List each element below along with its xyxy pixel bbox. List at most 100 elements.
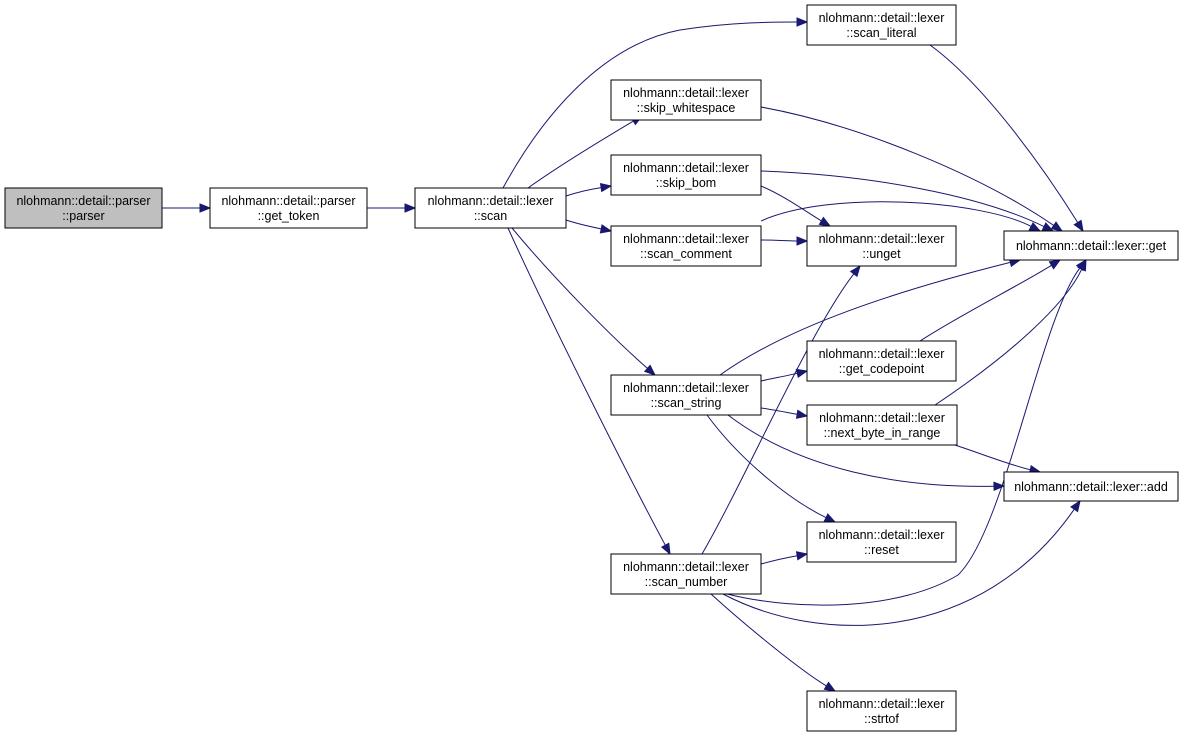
edge-skip-bom-to-get (760, 170, 1055, 232)
node-box (806, 404, 958, 446)
edge-line (727, 414, 995, 487)
node-label-function: ::reset (864, 543, 899, 557)
node-scan-string[interactable]: nlohmann::detail::lexer::scan_string (610, 374, 762, 416)
edge-scan-string-to-reset (706, 414, 837, 523)
node-label-function: ::scan (474, 209, 507, 223)
node-parser: nlohmann::detail::parser::parser (4, 187, 163, 229)
edge-scan-number-to-strtof (710, 593, 837, 692)
node-box (806, 690, 957, 732)
node-scan[interactable]: nlohmann::detail::lexer::scan (414, 187, 567, 229)
arrowhead (404, 203, 417, 213)
node-label-function: ::scan_comment (640, 247, 732, 261)
arrowhead (849, 264, 861, 278)
node-scan-number[interactable]: nlohmann::detail::lexer::scan_number (610, 553, 762, 595)
edge-line (934, 268, 1083, 406)
edge-get-codepoint-to-get (919, 259, 1062, 342)
node-box (414, 187, 567, 229)
node-label-namespace: nlohmann::detail::lexer (819, 411, 945, 425)
arrowhead (1073, 219, 1084, 233)
node-label-function: ::skip_bom (656, 176, 716, 190)
node-label-function: ::scan_literal (846, 26, 916, 40)
arrowhead (643, 364, 657, 376)
arrowhead (795, 368, 809, 379)
edge-scan-number-to-unget (701, 264, 861, 555)
edge-line (565, 187, 602, 197)
node-skip-whitespace[interactable]: nlohmann::detail::lexer::skip_whitespace (610, 79, 762, 121)
node-scan-literal[interactable]: nlohmann::detail::lexer::scan_literal (806, 4, 957, 46)
arrowhead (795, 551, 809, 561)
edge-parser-to-get-token (161, 203, 212, 213)
edge-line (760, 201, 1032, 227)
edge-get-token-to-scan (366, 203, 417, 213)
edge-line (511, 227, 648, 369)
node-strtof[interactable]: nlohmann::detail::lexer::strtof (806, 690, 957, 732)
edge-skip-whitespace-to-get (760, 106, 1064, 232)
node-label-namespace: nlohmann::detail::lexer (623, 381, 749, 395)
edge-line (710, 593, 827, 687)
arrowhead (1075, 258, 1087, 272)
node-add[interactable]: nlohmann::detail::lexer::add (1003, 471, 1179, 502)
node-label-namespace: nlohmann::detail::parser (16, 194, 150, 208)
edge-scan-to-scan-number (507, 227, 671, 556)
edge-line (701, 273, 855, 555)
arrowhead (796, 17, 809, 27)
node-box (610, 154, 762, 196)
node-box (4, 187, 163, 229)
edge-line (919, 264, 1052, 342)
edge-scan-string-to-get-codepoint (760, 368, 809, 382)
node-label-function: ::next_byte_in_range (824, 426, 941, 440)
node-skip-bom[interactable]: nlohmann::detail::lexer::skip_bom (610, 154, 762, 196)
node-label-function: ::parser (62, 209, 104, 223)
arrowhead (823, 513, 837, 523)
edge-line (719, 261, 1011, 376)
node-scan-comment[interactable]: nlohmann::detail::lexer::scan_comment (610, 225, 762, 267)
arrowhead (660, 542, 671, 556)
edge-line (760, 239, 798, 242)
node-label-namespace: nlohmann::detail::lexer (819, 528, 945, 542)
edge-scan-string-to-add (727, 414, 1006, 491)
edge-line (760, 185, 822, 222)
edge-line (502, 21, 798, 189)
node-label-function: ::scan_number (645, 575, 728, 589)
edge-next-byte-in-range-to-add (954, 444, 1042, 475)
node-label-namespace: nlohmann::detail::lexer (623, 161, 749, 175)
node-get-codepoint[interactable]: nlohmann::detail::lexer::get_codepoint (806, 340, 957, 382)
edge-scan-number-to-get (726, 258, 1087, 606)
node-reset[interactable]: nlohmann::detail::lexer::reset (806, 521, 957, 563)
edge-scan-to-scan-comment (565, 219, 613, 234)
node-get[interactable]: nlohmann::detail::lexer::get (1003, 230, 1179, 261)
node-label-namespace: nlohmann::detail::lexer (819, 697, 945, 711)
arrowhead (795, 409, 809, 419)
edge-scan-number-to-add (722, 499, 1081, 626)
node-label-namespace: nlohmann::detail::lexer (819, 347, 945, 361)
node-unget[interactable]: nlohmann::detail::lexer::unget (806, 225, 957, 267)
arrowhead (199, 203, 212, 213)
edge-scan-to-scan-string (511, 227, 657, 376)
node-next-byte-in-range[interactable]: nlohmann::detail::lexer::next_byte_in_ra… (806, 404, 958, 446)
node-box (209, 187, 368, 229)
node-label-namespace: nlohmann::detail::lexer (819, 11, 945, 25)
node-label-namespace: nlohmann::detail::lexer (623, 86, 749, 100)
edge-line (760, 106, 1054, 226)
node-get-token[interactable]: nlohmann::detail::parser::get_token (209, 187, 368, 229)
node-box (610, 225, 762, 267)
edge-line (565, 219, 602, 230)
node-box (1003, 230, 1179, 261)
node-box (806, 340, 957, 382)
edge-line (929, 44, 1079, 223)
arrowhead (823, 681, 837, 692)
node-label-namespace: nlohmann::detail::lexer (819, 232, 945, 246)
edge-scan-to-skip-bom (565, 182, 613, 197)
node-label-function: ::unget (862, 247, 901, 261)
arrowhead (818, 216, 832, 227)
node-label-namespace: nlohmann::detail::lexer (428, 194, 554, 208)
node-label-namespace: nlohmann::detail::parser (221, 194, 355, 208)
arrowhead (1048, 259, 1062, 270)
edge-layer (161, 17, 1087, 692)
node-box (806, 521, 957, 563)
edge-scan-comment-to-unget (760, 236, 809, 246)
node-label-namespace: nlohmann::detail::lexer::get (1016, 239, 1167, 253)
node-label-namespace: nlohmann::detail::lexer (623, 232, 749, 246)
node-label-function: ::get_token (258, 209, 320, 223)
